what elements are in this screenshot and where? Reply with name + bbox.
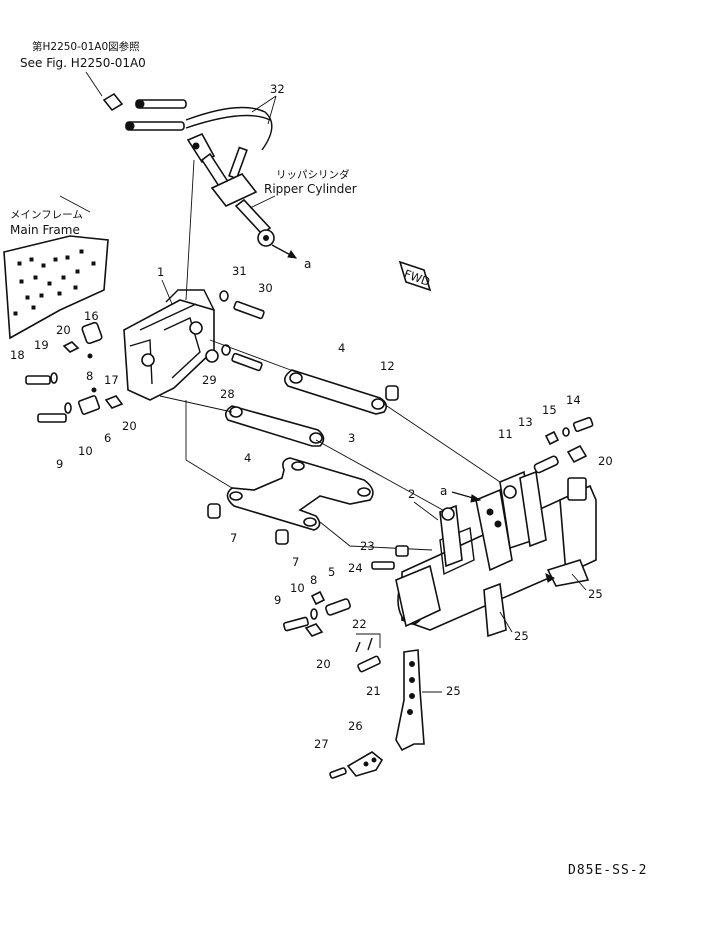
main-frame-label-en: Main Frame: [10, 223, 80, 237]
bushing-7-left: [207, 503, 221, 519]
link-upper: [284, 369, 388, 415]
ripper-cylinder-leader: [249, 195, 276, 209]
callout-20-left-top: 20: [56, 323, 71, 337]
link-line-5: [315, 439, 451, 515]
callout-9-mid: 9: [274, 593, 281, 607]
link-line-6: [319, 521, 433, 551]
callout-5: 5: [328, 565, 335, 579]
callout-32-leader: [251, 95, 277, 125]
connector-a-label-top: a: [304, 257, 311, 271]
callout-29: 29: [202, 373, 217, 387]
spring-pin-22: [355, 637, 373, 653]
callout-20-left-bottom: 20: [122, 419, 137, 433]
callout-7-mid: 7: [292, 555, 299, 569]
callout-27: 27: [314, 737, 329, 751]
bushing-12: [385, 385, 399, 401]
shank-25: [395, 649, 425, 752]
callout-3: 3: [348, 431, 355, 445]
callout-10-mid: 10: [290, 581, 305, 595]
callout-16: 16: [84, 309, 99, 323]
callout-2: 2: [408, 487, 415, 501]
callout-25-mid-leader: [499, 611, 513, 633]
callout-25-bottom: 25: [446, 684, 461, 698]
callout-4-upper: 4: [338, 341, 345, 355]
callout-12: 12: [380, 359, 395, 373]
beam-3: [226, 457, 374, 531]
callout-25-mid: 25: [514, 629, 529, 643]
callout-2-leader: [413, 501, 439, 521]
callout-7-left: 7: [230, 531, 237, 545]
pin-set-middle: [283, 590, 351, 637]
pin-27: [329, 767, 347, 779]
callout-19: 19: [34, 338, 49, 352]
ripper-cylinder: [186, 132, 298, 259]
callout-14: 14: [566, 393, 581, 407]
main-frame-leader: [59, 195, 91, 213]
bolt-30: [233, 300, 265, 320]
nut-23: [395, 545, 409, 557]
left-fasteners: [25, 321, 124, 423]
washer-31: [219, 290, 229, 302]
callout-25-right-leader: [571, 573, 587, 591]
callout-26: 26: [348, 719, 363, 733]
bolt-28: [231, 352, 263, 372]
callout-21: 21: [366, 684, 381, 698]
link-lower: [224, 405, 325, 447]
ripper-cylinder-label-jp: リッパシリンダ: [276, 168, 350, 181]
link-line-3: [209, 339, 297, 373]
callout-6: 6: [104, 431, 111, 445]
callout-13: 13: [518, 415, 533, 429]
link-line-1: [185, 400, 233, 489]
callout-4-lower: 4: [244, 451, 251, 465]
right-fasteners: [533, 416, 594, 474]
callout-15: 15: [542, 403, 557, 417]
callout-20-mid: 20: [316, 657, 331, 671]
connector-a-arrowhead: [470, 494, 482, 503]
link-line-4: [383, 403, 501, 483]
callout-28: 28: [220, 387, 235, 401]
callout-18: 18: [10, 348, 25, 362]
callout-8-left: 8: [86, 369, 93, 383]
ripper-cylinder-label-en: Ripper Cylinder: [264, 182, 357, 196]
callout-17: 17: [104, 373, 119, 387]
callout-20-right: 20: [598, 454, 613, 468]
ref-leader: [85, 71, 103, 97]
main-frame-label-jp: メインフレーム: [10, 209, 83, 221]
ripper-point-26: [346, 751, 384, 777]
bushing-7-mid: [275, 529, 289, 545]
ripper-cylinder-hoses: [102, 92, 273, 151]
callout-22-leader: [356, 633, 381, 648]
callout-25-right: 25: [588, 587, 603, 601]
callout-32: 32: [270, 82, 285, 96]
callout-31: 31: [232, 264, 247, 278]
connector-a-label-bottom: a: [440, 484, 447, 498]
bolt-24: [371, 561, 395, 570]
callout-24: 24: [348, 561, 363, 575]
mounting-bracket: [123, 289, 219, 401]
callout-8-mid: 8: [310, 573, 317, 587]
link-line-2: [159, 395, 233, 413]
callout-11: 11: [498, 427, 513, 441]
callout-1: 1: [157, 265, 164, 279]
callout-22: 22: [352, 617, 367, 631]
washer-29: [221, 344, 231, 356]
see-fig-ref-jp: 第H2250-01A0図参照: [32, 40, 140, 53]
see-fig-ref-en: See Fig. H2250-01A0: [20, 56, 146, 70]
callout-1-leader: [161, 279, 173, 305]
callout-30: 30: [258, 281, 273, 295]
bracket-cylinder-link: [185, 159, 195, 301]
shank-holder-assembly: [395, 470, 597, 638]
callout-23: 23: [360, 539, 375, 553]
callout-9-left: 9: [56, 457, 63, 471]
pin-21: [357, 655, 381, 673]
fwd-indicator: FWD: [398, 260, 432, 292]
main-frame: [3, 235, 109, 340]
diagram-code: D85E-SS-2: [568, 863, 647, 878]
callout-10-left: 10: [78, 444, 93, 458]
